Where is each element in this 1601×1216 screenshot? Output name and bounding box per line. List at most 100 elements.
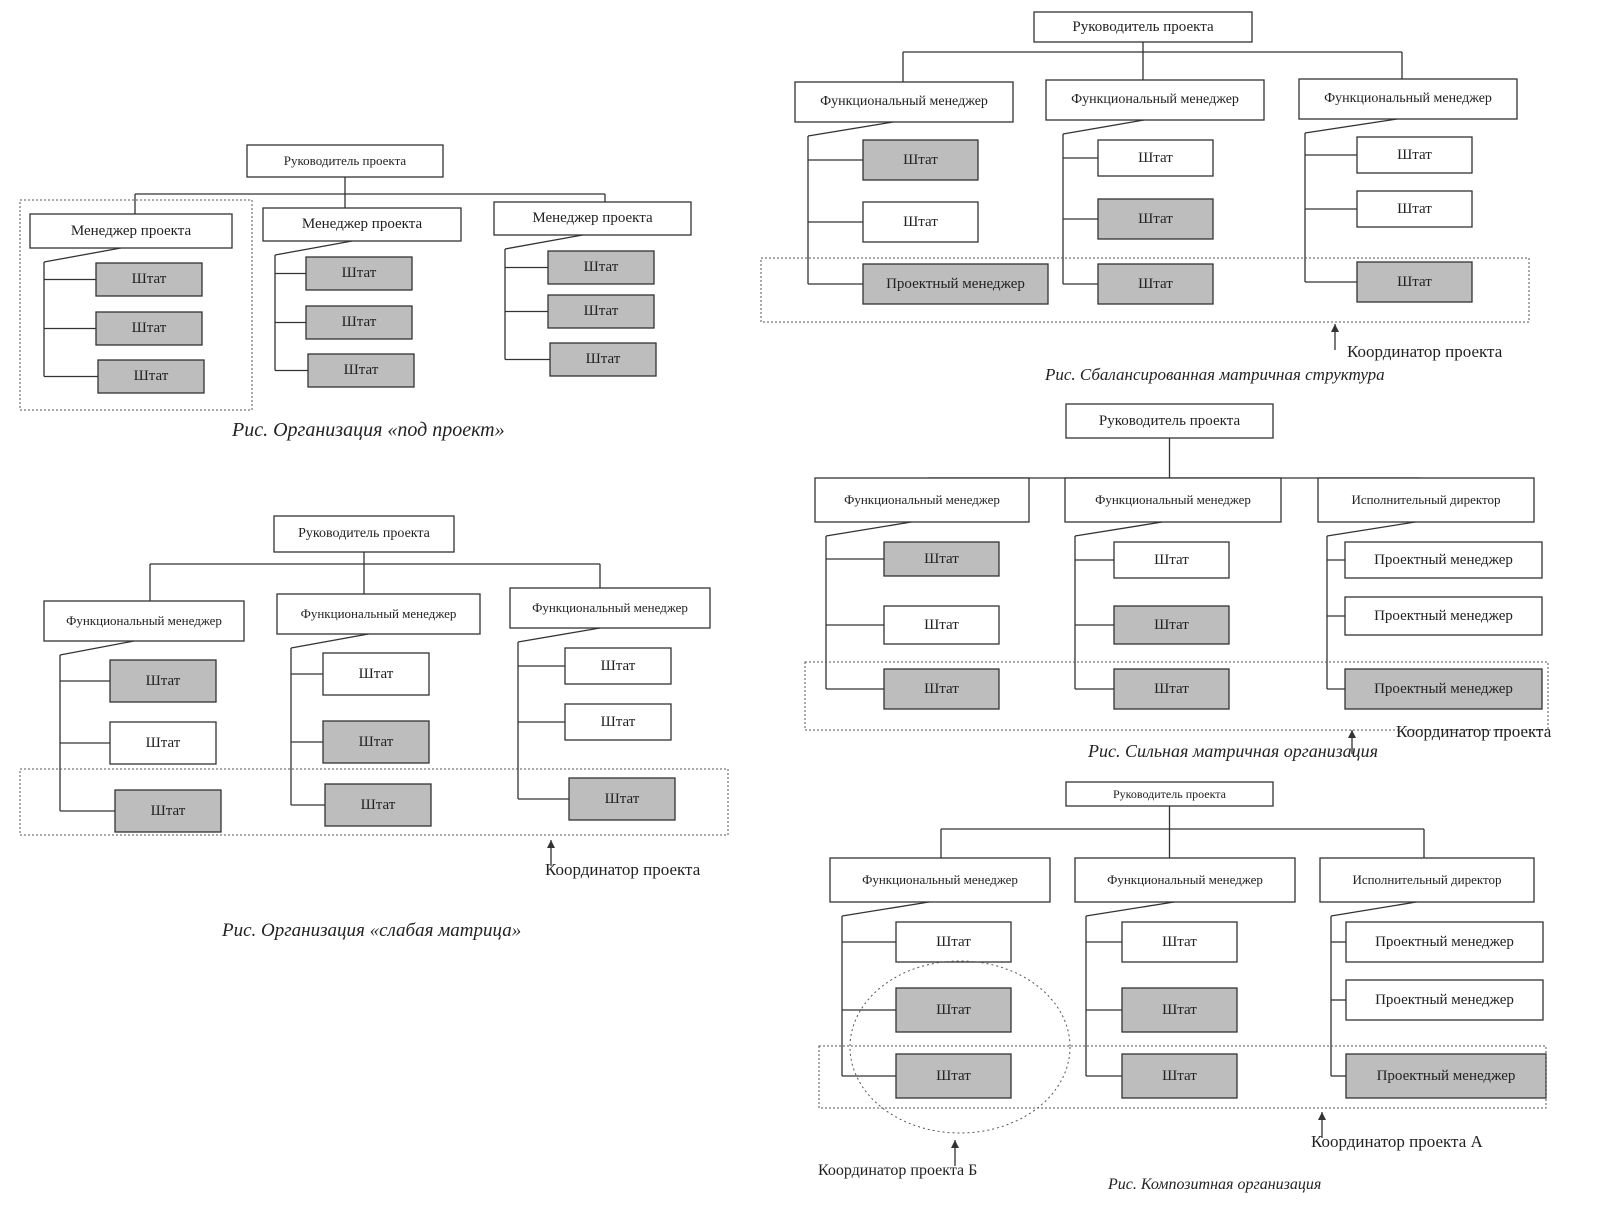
staff-box: [1097, 198, 1214, 240]
staff-box: [305, 305, 413, 340]
staff-box: [862, 139, 979, 181]
manager-box: [814, 477, 1030, 523]
manager-box: [1319, 857, 1535, 903]
figure-caption: Рис. Композитная организация: [1108, 1175, 1322, 1193]
staff-box: [1356, 136, 1473, 174]
staff-box: [109, 721, 217, 765]
staff-box: [322, 720, 430, 764]
rail-top: [807, 121, 894, 137]
staff-box: [322, 652, 430, 696]
staff-box: [883, 605, 1000, 645]
figure-caption: Рис. Сбалансированная матричная структур…: [1045, 364, 1385, 384]
staff-box: [114, 789, 222, 833]
manager-box: [829, 857, 1051, 903]
rail-top: [517, 627, 601, 643]
manager-box: [276, 593, 481, 635]
rail-top: [1304, 118, 1398, 134]
rail-top: [504, 234, 583, 250]
staff-box: [862, 201, 979, 243]
rail-top: [1326, 521, 1416, 537]
staff-box: [1113, 605, 1230, 645]
head-box: [246, 144, 444, 178]
manager-box: [509, 587, 711, 629]
staff-box: [1345, 921, 1544, 963]
staff-box: [97, 359, 205, 394]
manager-box: [1298, 78, 1518, 120]
coordinator-label: Координатор проекта: [545, 859, 701, 879]
arrow-head-icon: [547, 840, 555, 848]
coordinator-label: Координатор проекта: [1347, 341, 1503, 361]
manager-box: [1074, 857, 1296, 903]
staff-box: [1097, 139, 1214, 177]
staff-box: [564, 703, 672, 741]
staff-box: [564, 647, 672, 685]
staff-box: [1344, 541, 1543, 579]
staff-box: [1344, 668, 1543, 710]
coordination-row-box: [804, 661, 1549, 731]
staff-box: [568, 777, 676, 821]
figure-caption: Рис. Организация «под проект»: [232, 419, 505, 441]
staff-box: [305, 256, 413, 291]
staff-box: [883, 668, 1000, 710]
project-group-box: [19, 199, 253, 411]
staff-box: [1113, 541, 1230, 579]
arrow-head-icon: [1318, 1112, 1326, 1120]
manager-box: [262, 207, 462, 242]
rail-top: [825, 521, 912, 537]
coordinator-label: Координатор проекта: [1396, 721, 1552, 741]
staff-box: [95, 262, 203, 297]
staff-box: [95, 311, 203, 346]
staff-box: [1113, 668, 1230, 710]
rail-top: [1085, 901, 1175, 917]
coordination-row-box: [760, 257, 1530, 323]
figure-caption: Рис. Организация «слабая матрица»: [222, 919, 522, 941]
manager-box: [1064, 477, 1282, 523]
rail-top: [1074, 521, 1163, 537]
staff-box: [547, 294, 655, 329]
head-box: [1065, 403, 1274, 439]
rail-top: [290, 633, 369, 649]
staff-box: [1097, 263, 1214, 305]
manager-box: [1045, 79, 1265, 121]
manager-box: [493, 201, 692, 236]
rail-top: [43, 247, 122, 263]
staff-box: [1121, 1053, 1238, 1099]
staff-box: [895, 1053, 1012, 1099]
staff-box: [1121, 987, 1238, 1033]
coordinator-label: Координатор проекта Б: [818, 1161, 978, 1179]
coordination-row-box: [19, 768, 729, 836]
head-box: [1033, 11, 1253, 43]
head-box: [1065, 781, 1274, 807]
figure-caption: Рис. Сильная матричная организация: [1088, 740, 1379, 761]
project-b-ellipse: [849, 960, 1071, 1134]
staff-box: [1356, 261, 1473, 303]
rail-top: [1330, 901, 1417, 917]
staff-box: [1345, 979, 1544, 1021]
staff-box: [895, 987, 1012, 1033]
staff-box: [1344, 596, 1543, 636]
arrow-head-icon: [1331, 324, 1339, 332]
arrow-head-icon: [1348, 730, 1356, 738]
rail-top: [1062, 119, 1145, 135]
staff-box: [1356, 190, 1473, 228]
staff-box: [862, 263, 1049, 305]
arrow-head-icon: [951, 1140, 959, 1148]
staff-box: [1345, 1053, 1547, 1099]
staff-box: [109, 659, 217, 703]
manager-box: [43, 600, 245, 642]
staff-box: [307, 353, 415, 388]
staff-box: [1121, 921, 1238, 963]
rail-top: [841, 901, 930, 917]
rail-top: [274, 240, 353, 256]
coordinator-label: Координатор проекта А: [1311, 1131, 1483, 1151]
coordination-row-box: [818, 1045, 1547, 1109]
staff-box: [895, 921, 1012, 963]
staff-box: [324, 783, 432, 827]
manager-box: [29, 213, 233, 249]
staff-box: [547, 250, 655, 285]
staff-box: [883, 541, 1000, 577]
head-box: [273, 515, 455, 553]
staff-box: [549, 342, 657, 377]
